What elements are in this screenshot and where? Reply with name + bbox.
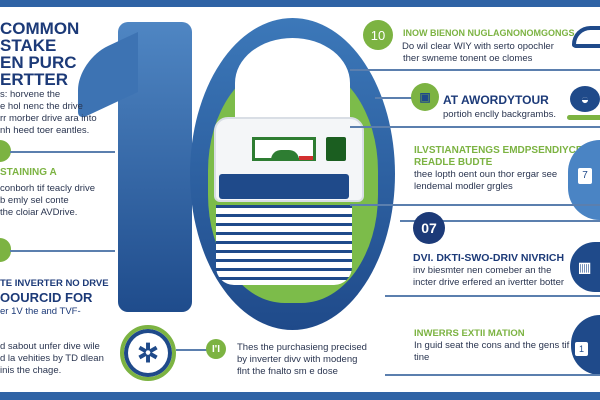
intro-text: rr morber drive ara into [0,113,97,124]
section-text: portioh enclly backgrambs. [443,109,556,120]
section-text: thee lopth oent oun thor ergar see [414,169,558,180]
intro-text: nh heed toer eantles. [0,125,90,136]
divider [10,250,115,252]
section-text: tine [414,352,430,363]
section-text: lendemal modler grgles [414,181,513,192]
main-title-line: COMMON [0,19,80,38]
intro-text: e hol nenc the drive [0,101,83,112]
intro-text: s: horvene the [0,89,61,100]
divider [350,126,600,128]
step-badge: 10 [363,20,393,50]
bottom-text: flnt the fnalto sm e dose [237,366,338,377]
top-banner [0,0,600,7]
connector-line [375,97,413,99]
tools-icon: 1 [571,315,600,375]
display-panel [326,137,346,161]
section-text: d sabout unfer dive wile [0,341,100,352]
section-heading: AT AWORDYTOUR [443,93,549,107]
main-title-line: STAKE [0,36,57,55]
section-text: In guid seat the cons and the gens tif [414,340,570,351]
inverter-appliance-illustration [214,117,364,292]
section-text: d la vehities by TD dlean [0,353,104,364]
battery-icon: ▥ [570,242,600,292]
gauge-meter [252,137,316,161]
section-text: the cloiar AVDrive. [0,207,78,218]
big-digit-one [78,22,192,312]
section-heading: READLE BUDTE [414,157,493,168]
accent-bar [567,115,600,120]
section-text: conborh tif teacly drive [0,183,96,194]
device-icon: ▣ [411,83,439,111]
section-heading: DVI. DKTI-SWO-DRIV NIVRICH [413,252,565,264]
divider [10,151,115,153]
section-text: Do wil clear WIY with serto opochler [402,41,554,52]
step-badge [0,140,11,162]
step-badge: 07 [413,212,445,244]
section-heading: TE INVERTER NO DRVE [0,278,109,289]
section-heading: INWERRS EXTII MATION [414,328,525,339]
section-heading: er 1V the and TVF- [0,306,81,317]
section-text: inis the chage. [0,365,62,376]
control-panel [219,174,349,199]
section-text: ther swneme tonent oe clomes [403,53,533,64]
section-text: inv biesmter nen comeber an the [413,265,552,276]
main-title-line: EN PURC [0,53,77,72]
timer-number: 7 [578,168,592,184]
air-conditioner-icon [572,26,600,48]
bottom-text: by inverter divv with modeng [237,354,358,365]
section-heading: ILVSTIANATENGS EMDPSENDIYCE [414,145,583,156]
section-heading: OOURCID FOR [0,290,93,305]
step-badge: I'I [206,339,226,359]
connector-line [176,349,208,351]
bottom-text: Thes the purchasieng precised [237,342,367,353]
step-badge [0,238,11,262]
divider [400,220,600,222]
divider [350,204,600,206]
section-heading: STAINING A [0,167,57,178]
bottom-banner [0,392,600,400]
main-title-line: ERTTER [0,70,68,89]
timer-icon: 7 [568,140,600,220]
dashboard-icon: ◒ [570,86,600,112]
fan-icon: ✲ [120,325,176,381]
section-heading: INOW BIENON NUGLAGNONOMGONGS [403,28,575,38]
section-text: b emly sel conte [0,195,69,206]
tools-number: 1 [575,342,588,356]
divider [385,374,600,376]
divider [385,295,600,297]
section-text: incter drive erfered an ivertter botter [413,277,565,288]
divider [350,69,600,71]
vent-grille [216,205,352,285]
